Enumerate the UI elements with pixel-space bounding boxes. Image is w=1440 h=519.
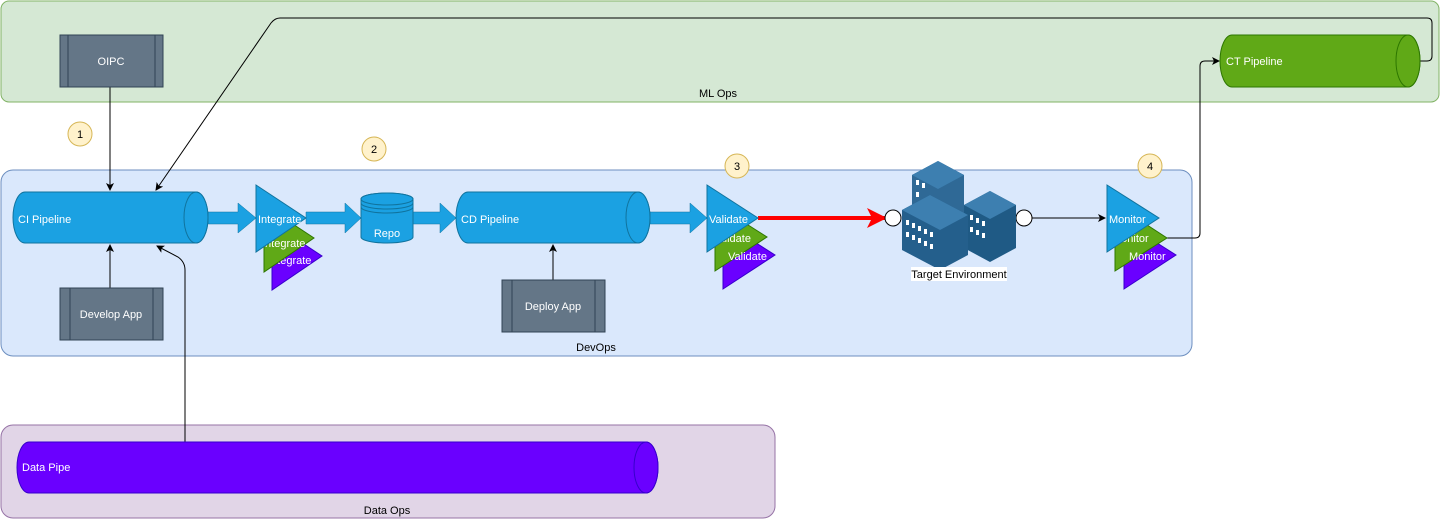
process-develop-app-label: Develop App	[80, 309, 142, 321]
repo-label: Repo	[374, 228, 400, 240]
badge-4-label: 4	[1147, 161, 1153, 173]
target-environment[interactable]: Target Environment	[884, 161, 1033, 281]
stage-integrate[interactable]: Integrate Integrate Integrate	[255, 184, 323, 291]
badge-3-label: 3	[734, 161, 740, 173]
badge-1-label: 1	[77, 129, 83, 141]
pipeline-cd-label: CD Pipeline	[461, 214, 519, 226]
step-badges: 1 2 3 4	[67, 121, 1163, 179]
process-oipc-label: OIPC	[98, 56, 125, 68]
pipeline-cd[interactable]: CD Pipeline	[455, 191, 651, 244]
flow-arrows	[207, 202, 708, 234]
stage-monitor[interactable]: Monitor Monitor Monitor	[1106, 184, 1177, 290]
arrow-integrate-repo	[305, 202, 362, 234]
process-deploy-app-label: Deploy App	[525, 301, 581, 313]
edge-ct-ci[interactable]	[155, 17, 1433, 191]
badge-2: 2	[361, 136, 387, 162]
stage-validate[interactable]: Validate Validate Validate	[706, 184, 776, 290]
stage-monitor-purple-label: Monitor	[1129, 251, 1166, 263]
badge-3: 3	[724, 153, 750, 179]
connectors	[106, 17, 1433, 442]
office-buildings-icon	[902, 161, 1016, 270]
pipeline-ct[interactable]: CT Pipeline	[1219, 34, 1421, 88]
port-in	[884, 209, 902, 227]
arrow-ci-integrate	[207, 202, 257, 234]
target-environment-label: Target Environment	[911, 269, 1006, 281]
stage-monitor-label: Monitor	[1109, 214, 1146, 226]
port-out	[1015, 209, 1033, 227]
badge-2-label: 2	[371, 144, 377, 156]
pipeline-ct-label: CT Pipeline	[1226, 56, 1283, 68]
process-develop-app[interactable]: Develop App	[59, 287, 164, 341]
edge-data-ci[interactable]	[156, 245, 186, 442]
zone-mlops: ML Ops	[0, 0, 1440, 103]
pipeline-data-label: Data Pipe	[22, 462, 70, 474]
repo-database[interactable]: Repo	[360, 192, 414, 244]
arrow-repo-cd	[412, 202, 457, 234]
stage-integrate-label: Integrate	[258, 214, 301, 226]
stage-validate-purple-label: Validate	[728, 251, 767, 263]
pipeline-data[interactable]: Data Pipe	[16, 441, 659, 494]
pipeline-ci-label: CI Pipeline	[18, 214, 71, 226]
zone-devops-label: DevOps	[576, 342, 616, 354]
badge-1: 1	[67, 121, 93, 147]
stage-validate-label: Validate	[709, 214, 748, 226]
zone-dataops-label: Data Ops	[364, 505, 411, 517]
process-deploy-app[interactable]: Deploy App	[501, 279, 606, 333]
process-oipc[interactable]: OIPC	[59, 34, 164, 88]
badge-4: 4	[1137, 153, 1163, 179]
zone-mlops-label: ML Ops	[699, 88, 738, 100]
pipeline-ci[interactable]: CI Pipeline	[12, 191, 209, 244]
arrow-cd-validate	[649, 202, 708, 234]
edge-monitor-ct[interactable]	[1167, 57, 1220, 239]
